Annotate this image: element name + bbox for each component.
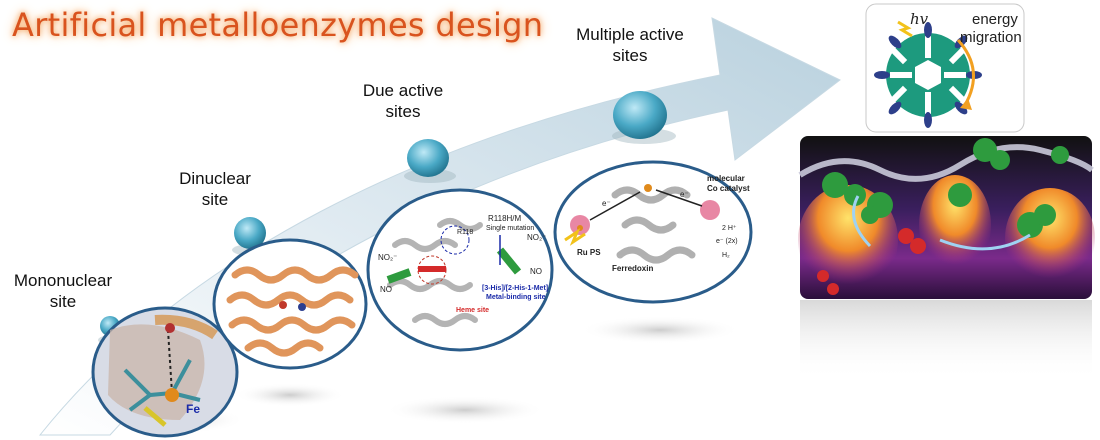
e-2x-label: e⁻ (2x) (716, 238, 738, 245)
stage-label-line1: Mononuclear (13, 271, 113, 290)
no-right-label: NO (530, 267, 542, 276)
stage-label-due-active: Due active sites (348, 80, 458, 122)
inset-mononuclear: Fe (91, 306, 245, 438)
energy-migration-panel: hv energy migration (865, 3, 1025, 133)
r118-label: R118 (457, 229, 473, 236)
ru-ps-label: Ru PS (577, 248, 601, 257)
stage-bubbles (98, 91, 676, 345)
page-title: Artificial metalloenzymes design (12, 6, 544, 44)
no-left-label: NO (380, 285, 392, 294)
energy-label: energy (972, 11, 1018, 28)
migration-label: migration (960, 29, 1022, 46)
stage-label-mononuclear: Mononuclear site (8, 270, 118, 312)
hv-label: hv (910, 10, 929, 28)
molecular-label: molecular (707, 174, 745, 183)
no2-left-label: NO₂⁻ (378, 253, 397, 262)
bubble-3 (407, 139, 449, 177)
e2-label: e⁻ (680, 190, 689, 199)
inset-due-active: R118 R118H/M Single mutation NO₂⁻ NO₂⁻ N… (366, 188, 554, 424)
stage-label-multiple-active: Multiple active sites (560, 24, 700, 66)
fe-atom (165, 388, 179, 402)
stage-label-line1: Dinuclear (179, 169, 251, 188)
two-h-label: 2 H⁺ (722, 225, 737, 232)
e1-label: e⁻ (602, 199, 611, 208)
single-mutation-label: Single mutation (486, 225, 534, 232)
stage-label-line1: Due active (362, 81, 444, 100)
r118hm-label: R118H/M (488, 214, 522, 223)
bubble-2 (234, 217, 266, 249)
heme-site-label: Heme site (456, 307, 489, 314)
co-catalyst-label: Co catalyst (707, 184, 750, 193)
stage-label-line2: sites (385, 102, 421, 121)
microscopy-panel (798, 136, 1095, 380)
ferredoxin-label: Ferredoxin (612, 264, 653, 273)
stage-label-line2: site (201, 190, 229, 209)
bubble-4 (613, 91, 667, 139)
stage-label-dinuclear: Dinuclear site (170, 168, 260, 210)
metal-site-label: [3-His]/[2-His-1-Met] (482, 285, 548, 292)
no2-right-label: NO₂⁻ (527, 233, 546, 242)
h2-label: H₂ (722, 252, 730, 259)
inset-multiple-active: e⁻ e⁻ Ru PS Ferredoxin molecular Co cata… (553, 160, 753, 344)
inset-dinuclear (212, 238, 368, 407)
metal-site-label-2: Metal-binding site (486, 294, 546, 301)
stage-label-line1: Multiple active (576, 25, 684, 44)
stage-label-line2: site (49, 292, 77, 311)
stage-label-line2: sites (612, 46, 648, 65)
fe-label: Fe (186, 402, 200, 416)
